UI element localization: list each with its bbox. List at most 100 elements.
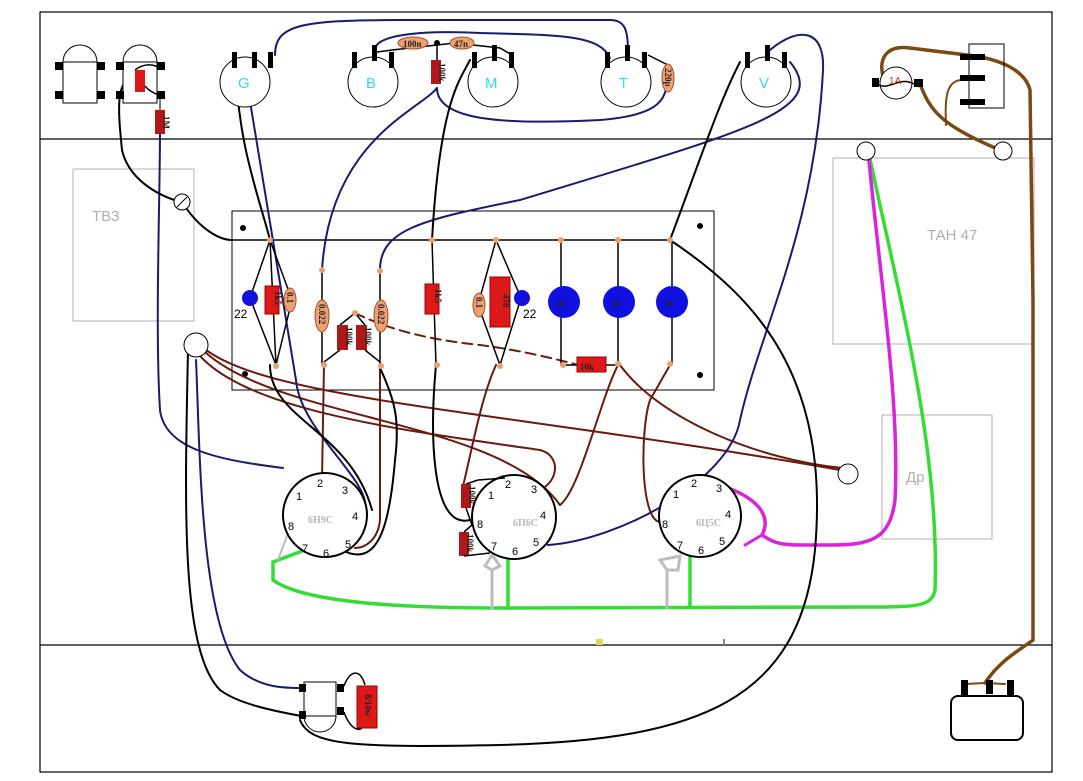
cap-bass [397,36,429,50]
hv-wire-pin5 [743,533,764,547]
tube-rectifier-label: 6Ц5С [696,518,721,529]
grommets [173,141,1013,485]
grommet-mains [993,141,1013,161]
grommet-choke [837,463,859,485]
pot-bass[interactable]: B [347,45,399,108]
grommet-pt [856,141,876,161]
heater-wire-main [271,148,938,610]
power-tube-resistor-1 [461,484,471,508]
fuse-holder: 1A [872,66,923,100]
resistor-slope-label: 100k [437,63,447,82]
cap-mid-label: 47n [454,39,468,49]
power-tube-resistor-2-label: 100k [465,534,475,553]
dropping-resistor-label: 10k [580,362,594,372]
ground-return-wire [299,239,819,747]
fold-mark [723,639,725,645]
plug-wires [965,682,1006,685]
pin-label: 8 [662,519,668,531]
coupling-cap-1 [314,299,330,333]
choke-label: Др [906,469,925,486]
input-resistor: 1M [155,95,171,134]
pin-label: 5 [719,536,725,548]
output-jack: 8/10w [299,672,378,733]
stage1-cathode-cap-label: 22 [234,307,248,321]
output-transformer: ТВЗ [72,168,195,322]
output-transformer-label: ТВЗ [92,208,120,225]
tube-socket-rectifier: 6Ц5С 1 2 3 4 5 6 7 8 [658,474,742,558]
preamp-pin6-wire [341,367,398,556]
grommet-ot [183,332,209,358]
coupling-cap-1-label: 0.022 [317,304,327,325]
power-switch[interactable] [960,43,1005,109]
pin-label: 2 [317,478,323,490]
navy-wire-bass [374,31,611,59]
cap-bass-label: 100n [403,39,422,49]
pot-gain-label: G [238,75,250,92]
pin-label: 3 [531,484,537,496]
navy-wire-volume-2 [379,61,801,271]
pot-gain[interactable]: G [219,52,273,108]
pin-label: 6 [698,545,704,557]
dashed-feedback-wire [354,312,579,366]
signal-wire-1 [194,349,556,491]
power-tube-cathode-wire [432,364,471,522]
coupling-cap-2 [373,299,389,333]
stage2-cathode-cap [514,290,530,306]
mid-pot-wire [431,59,471,241]
coupling-cap-2-label: 0.022 [376,304,386,325]
preamp-grid-wire [321,364,325,481]
grid-resistor-1 [337,325,348,350]
pot-volume[interactable]: V [740,45,792,108]
pot-treble[interactable]: T [600,45,652,108]
stage2-bypass-cap [472,292,486,318]
pin-label: 7 [491,541,497,553]
plate-resistor-label: 1k5 [433,289,443,304]
navy-wire-top [274,19,629,56]
navy-wire-volume [547,33,825,546]
gray-wire-rectifier [657,554,682,610]
jack-2 [116,44,165,104]
stage2-cathode-cap-label: 22 [523,307,537,321]
pin-label: 2 [691,478,697,490]
stage1-bypass-cap [283,287,297,313]
pin-label: 4 [725,509,731,521]
pot-volume-label: V [759,75,769,92]
power-grid-wire [461,364,497,491]
tube-power-label: 6П6С [513,518,538,529]
stage2-cathode-resistor-label: 470 [501,294,511,308]
pin-label: 7 [302,543,308,555]
filter-cap-2 [603,286,635,318]
preamp-cathode-wire [269,364,373,511]
stage2-bypass-cap-label: 0.1 [474,297,484,309]
signal-wire-3 [204,351,561,506]
cap-treble [661,63,675,93]
filter-cap-3-label: 10 [664,299,674,309]
pin-label: 6 [512,546,518,558]
resistor-slope [431,60,441,84]
filter-cap-1 [548,286,580,318]
power-tube-resistor-1-label: 100k [467,486,477,505]
pin-label: 1 [296,491,302,503]
stage1-cathode-resistor-label: 1k5 [273,291,283,306]
stage1-bypass-cap-label: 0.1 [285,292,295,304]
pot-mid[interactable]: M [467,45,519,108]
pin-label: 3 [342,485,348,497]
preamp-plate-wire [354,364,381,549]
filter-cap-1-label: 10 [556,299,566,309]
pin-label: 8 [477,519,483,531]
pot-mid-label: M [485,75,498,92]
stage1-cathode-resistor [264,285,280,315]
power-transformer: ТАН 47 [832,157,1035,345]
chassis-outline [39,11,1053,773]
power-transformer-label: ТАН 47 [927,227,977,244]
pin-label: 3 [716,483,722,495]
jack-1 [55,44,105,104]
navy-wire-treble [436,69,668,123]
navy-wire-bass-out [321,87,438,271]
pin-label: 1 [673,489,679,501]
mains-wire-1 [880,45,1035,685]
pin-label: 4 [352,511,358,523]
output-black-wire [185,349,302,717]
plate-resistor [424,283,440,315]
